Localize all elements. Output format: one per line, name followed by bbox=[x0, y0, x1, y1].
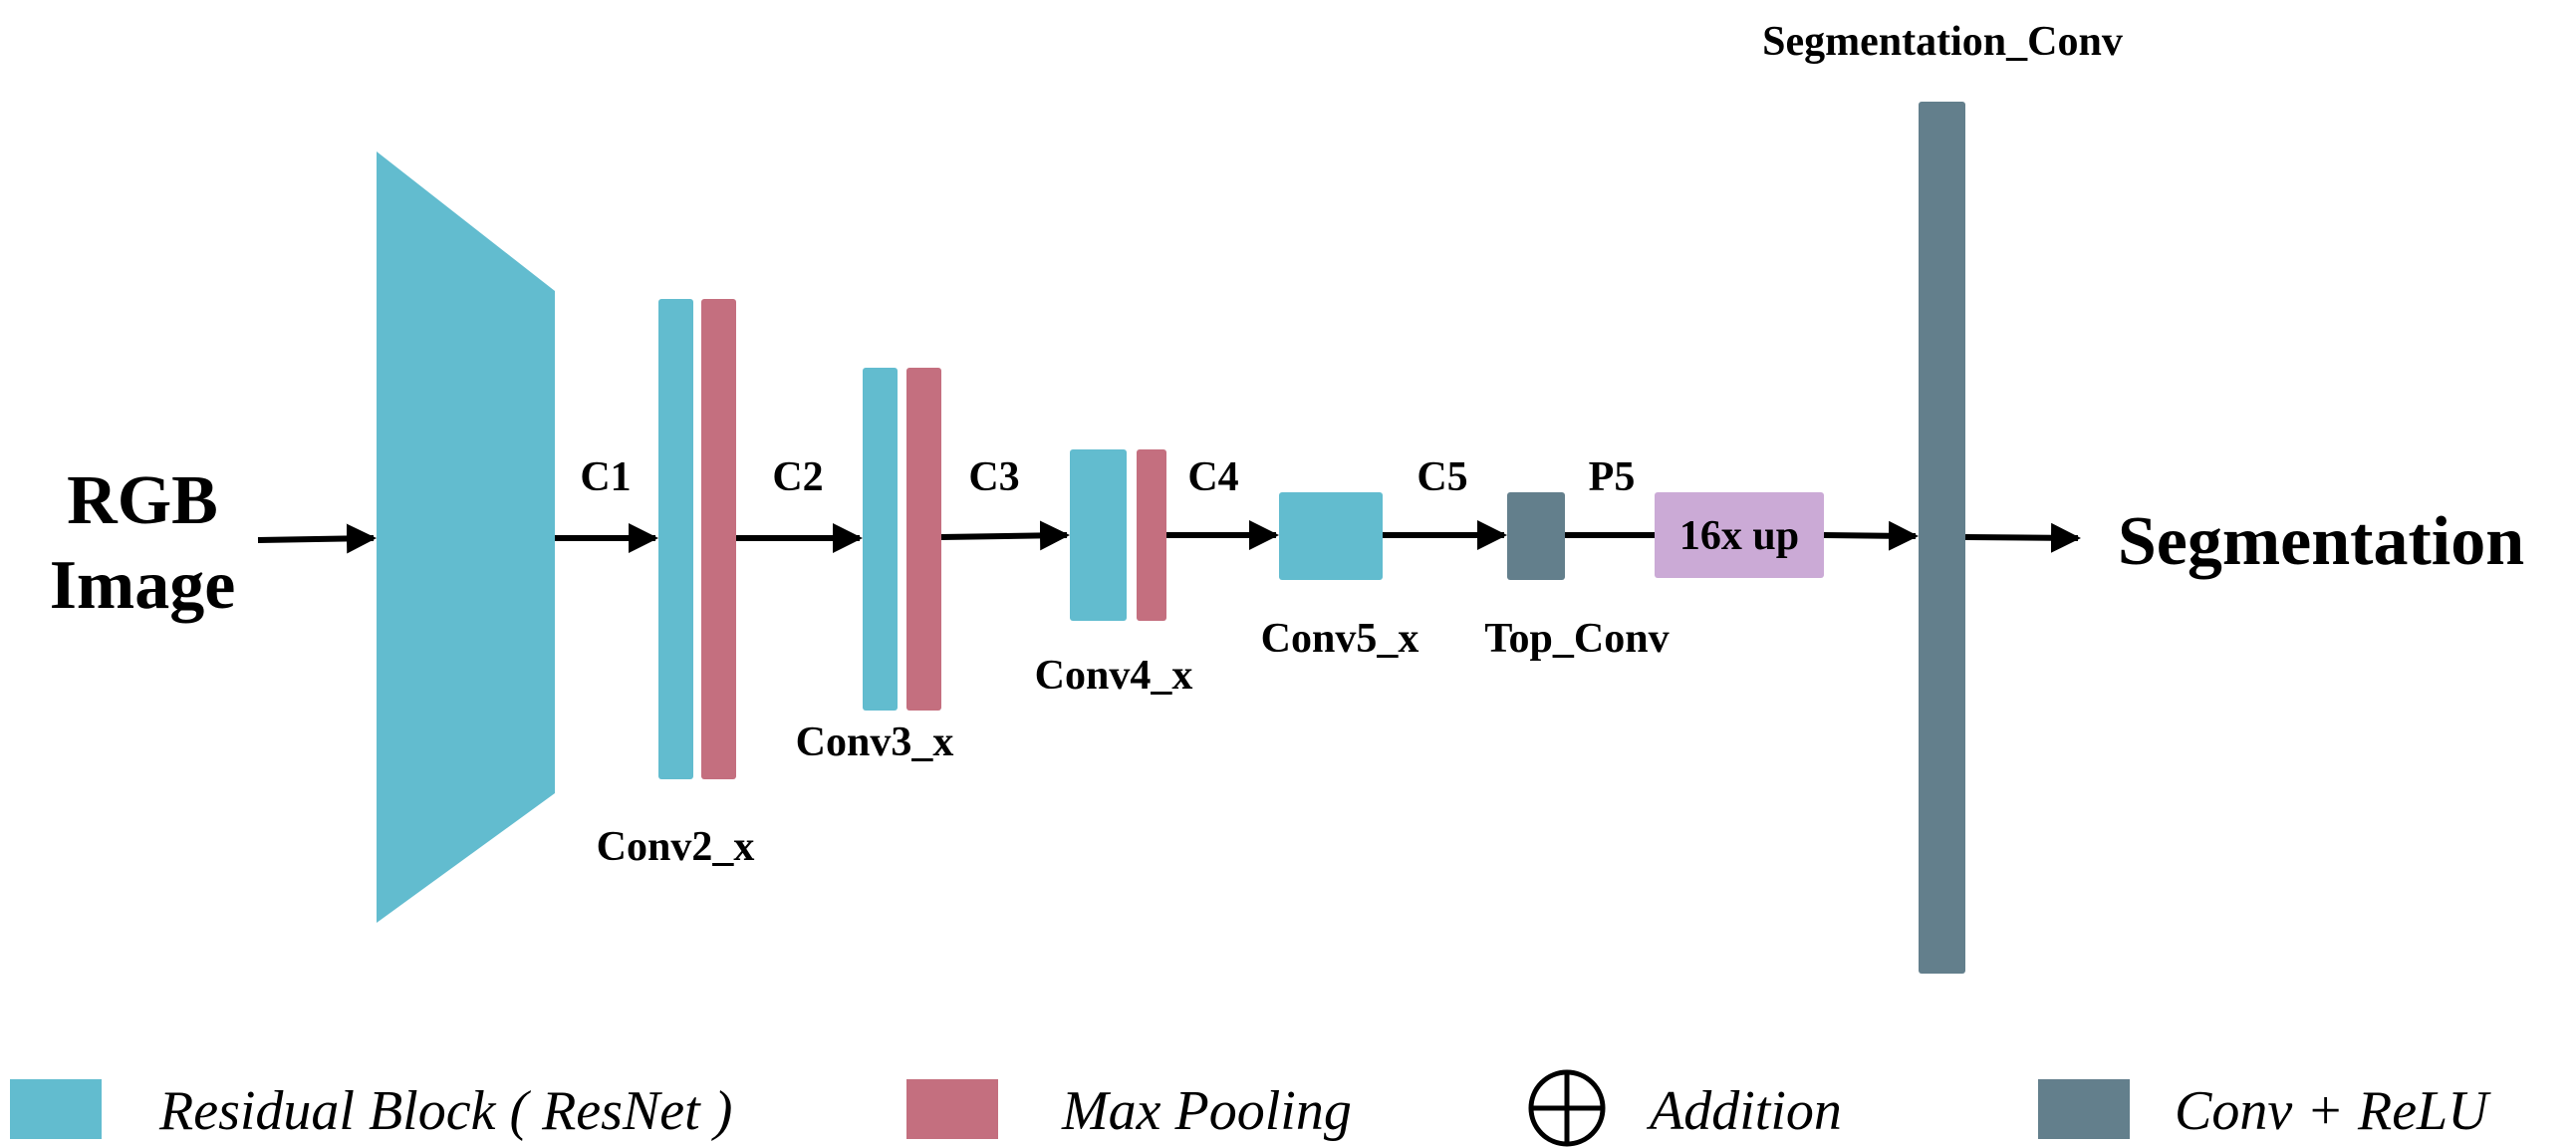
segmentation-conv-block bbox=[1919, 102, 1965, 974]
legend-label-addition: Addition bbox=[1646, 1080, 1842, 1142]
output-label: Segmentation bbox=[2118, 503, 2524, 580]
stem-residual-block bbox=[377, 151, 555, 923]
label-p5: P5 bbox=[1589, 454, 1636, 500]
legend: Residual Block ( ResNet ) Max Pooling Ad… bbox=[10, 1069, 2491, 1147]
conv2-residual-block bbox=[658, 299, 693, 779]
conv5-residual-block bbox=[1279, 492, 1383, 580]
legend-label-conv-relu: Conv + ReLU bbox=[2175, 1080, 2491, 1142]
arrow-input-stem bbox=[257, 523, 377, 554]
label-c2: C2 bbox=[772, 454, 823, 500]
conv4-residual-block bbox=[1070, 449, 1127, 621]
input-label-line2: Image bbox=[50, 547, 236, 624]
label-conv4: Conv4_x bbox=[1035, 653, 1193, 699]
conv3-pooling-block bbox=[906, 368, 941, 711]
label-c3: C3 bbox=[968, 454, 1019, 500]
top-conv-block bbox=[1507, 492, 1565, 580]
input-label-line1: RGB bbox=[67, 462, 218, 539]
conv2-pooling-block bbox=[701, 299, 736, 779]
label-c5: C5 bbox=[1417, 454, 1467, 500]
label-c1: C1 bbox=[580, 454, 631, 500]
legend-label-pooling: Max Pooling bbox=[1061, 1080, 1352, 1142]
label-conv3: Conv3_x bbox=[796, 719, 954, 765]
label-c4: C4 bbox=[1187, 454, 1238, 500]
label-conv2: Conv2_x bbox=[597, 824, 755, 870]
label-upsample: 16x up bbox=[1679, 513, 1799, 559]
legend-label-residual: Residual Block ( ResNet ) bbox=[158, 1080, 732, 1142]
legend-swatch-residual bbox=[10, 1079, 102, 1139]
label-segmentation-conv: Segmentation_Conv bbox=[1762, 19, 2123, 65]
conv3-residual-block bbox=[863, 368, 898, 711]
label-top-conv: Top_Conv bbox=[1484, 616, 1669, 662]
conv4-pooling-block bbox=[1137, 449, 1166, 621]
legend-swatch-conv-relu bbox=[2038, 1079, 2130, 1139]
arrow-c3 bbox=[940, 520, 1070, 551]
label-conv5: Conv5_x bbox=[1261, 616, 1419, 662]
addition-icon bbox=[1528, 1069, 1606, 1147]
upsample-block bbox=[1655, 492, 1824, 578]
arrow-output bbox=[1964, 522, 2081, 553]
legend-swatch-pooling bbox=[906, 1079, 998, 1139]
arrow-upsample-segconv bbox=[1823, 520, 1919, 551]
